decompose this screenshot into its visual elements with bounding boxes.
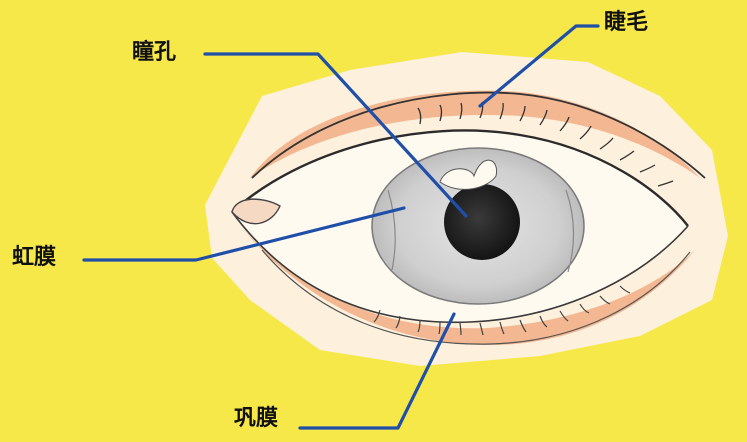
iris-label: 虹膜: [12, 247, 56, 269]
pupil: [444, 184, 520, 260]
pupil-label: 瞳孔: [132, 42, 176, 64]
eyelash-label: 睫毛: [604, 12, 648, 34]
sclera-label: 巩膜: [234, 408, 278, 430]
